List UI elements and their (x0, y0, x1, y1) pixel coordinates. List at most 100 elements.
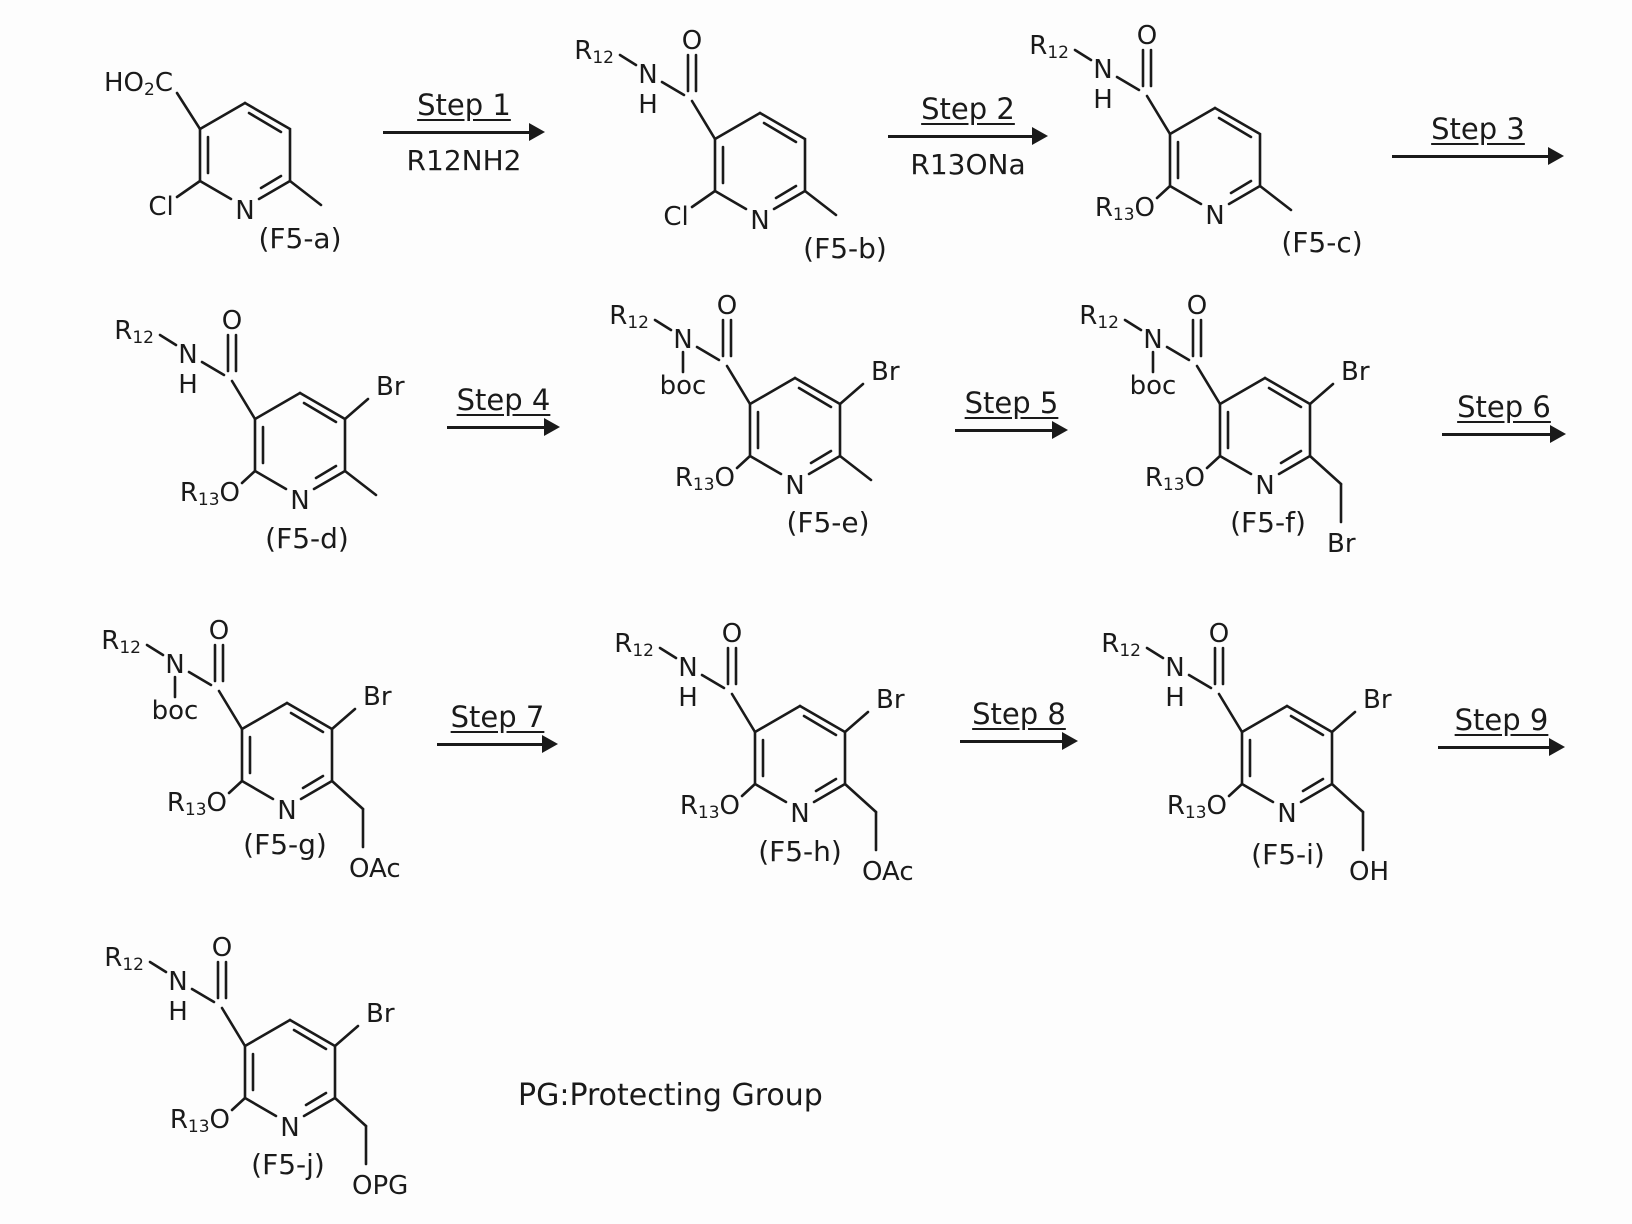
step-1: Step 1 R12NH2 (383, 88, 545, 177)
chain-end-label: OH (1349, 857, 1389, 887)
ring-icon (253, 391, 347, 518)
step-7: Step 7 (437, 700, 558, 753)
bromo-icon (1330, 683, 1394, 734)
molecule-f5g: OAc (99, 614, 401, 884)
amide-nh-icon (572, 24, 717, 141)
ch2-chain-icon (843, 782, 878, 852)
ring-icon (240, 701, 334, 828)
chain-end-label: OAc (862, 857, 914, 887)
step-4: Step 4 (447, 383, 560, 436)
caption-f5c: (F5-c) (1281, 226, 1363, 259)
step-6-arrow-icon (1442, 425, 1566, 443)
chain-end-label: OPG (352, 1171, 408, 1201)
amide-nh-icon (1027, 19, 1172, 136)
caption-f5a: (F5-a) (258, 222, 342, 255)
step-9-label: Step 9 (1454, 703, 1549, 737)
protecting-group-note: PG:Protecting Group (518, 1078, 823, 1113)
or13-icon (1093, 184, 1172, 227)
step-9: Step 9 (1438, 703, 1565, 756)
step-2-arrow-icon (888, 127, 1048, 145)
caption-f5d: (F5-d) (265, 522, 349, 555)
step-7-label: Step 7 (450, 700, 545, 734)
or13-icon (673, 454, 752, 497)
caption-f5i: (F5-i) (1251, 838, 1325, 871)
ch2-chain-icon (330, 779, 365, 849)
molecule-f5c (1027, 19, 1293, 233)
molecule-f5h: OAc (612, 617, 914, 887)
molecule-f5b (572, 24, 838, 238)
caption-f5g: (F5-g) (243, 828, 327, 861)
step-3-arrow-icon (1392, 147, 1564, 165)
bromo-icon (1308, 355, 1372, 406)
amide-nh-icon (612, 617, 757, 734)
or13-icon (1165, 782, 1244, 825)
amide-nh-icon (112, 304, 257, 421)
caption-f5j: (F5-j) (251, 1148, 325, 1181)
step-6-label: Step 6 (1457, 390, 1551, 424)
or13-icon (165, 779, 244, 822)
molecule-f5a (102, 66, 323, 228)
ring-icon (713, 111, 807, 238)
methyl-icon (1258, 184, 1293, 212)
amide-nboc-icon (99, 614, 244, 731)
step-8: Step 8 (960, 697, 1078, 750)
methyl-icon (288, 179, 323, 207)
amide-nboc-icon (607, 289, 752, 406)
amide-nh-icon (1099, 617, 1244, 734)
bromo-icon (330, 680, 394, 731)
molecule-f5j: OPG (102, 931, 408, 1201)
bromo-icon (333, 997, 397, 1048)
caption-f5b: (F5-b) (803, 232, 887, 265)
bromo-icon (343, 370, 407, 421)
acid-group-icon (102, 66, 202, 131)
step-1-reagent: R12NH2 (406, 144, 522, 177)
step-1-label: Step 1 (417, 88, 511, 122)
or13-icon (168, 1096, 247, 1139)
ring-icon (753, 704, 847, 831)
ch2-chain-icon (1308, 454, 1343, 524)
or13-icon (1143, 454, 1222, 497)
step-5: Step 5 (955, 386, 1068, 439)
methyl-icon (838, 454, 873, 482)
step-9-arrow-icon (1438, 738, 1565, 756)
ring-icon (198, 101, 292, 228)
bromo-icon (843, 683, 907, 734)
or13-icon (678, 782, 757, 825)
step-4-label: Step 4 (456, 383, 551, 417)
chain-end-label: Br (1327, 529, 1356, 559)
amide-nh-icon (102, 931, 247, 1048)
caption-f5h: (F5-h) (758, 835, 842, 868)
methyl-icon (343, 469, 378, 497)
step-1-arrow-icon (383, 123, 545, 141)
chloro-icon (147, 179, 202, 224)
step-3: Step 3 (1392, 112, 1564, 165)
ring-icon (748, 376, 842, 503)
step-3-label: Step 3 (1431, 112, 1525, 146)
amide-nboc-icon (1077, 289, 1222, 406)
caption-f5f: (F5-f) (1230, 506, 1306, 539)
step-2-reagent: R13ONa (910, 148, 1026, 181)
step-2: Step 2 R13ONa (888, 92, 1048, 181)
step-5-label: Step 5 (964, 386, 1059, 420)
step-2-label: Step 2 (921, 92, 1015, 126)
step-8-arrow-icon (960, 732, 1078, 750)
step-7-arrow-icon (437, 735, 558, 753)
molecule-f5f: Br (1077, 289, 1372, 559)
ring-icon (1168, 106, 1262, 233)
ring-icon (243, 1018, 337, 1145)
caption-f5e: (F5-e) (786, 506, 870, 539)
molecule-f5i: OH (1099, 617, 1394, 887)
molecule-f5e (607, 289, 902, 503)
ring-icon (1218, 376, 1312, 503)
or13-icon (178, 469, 257, 512)
step-6: Step 6 (1442, 390, 1566, 443)
chain-end-label: OAc (349, 854, 401, 884)
methyl-icon (803, 189, 838, 217)
bromo-icon (838, 355, 902, 406)
step-4-arrow-icon (447, 418, 560, 436)
ring-icon (1240, 704, 1334, 831)
ch2-chain-icon (1330, 782, 1365, 852)
chloro-icon (662, 189, 717, 234)
ch2-chain-icon (333, 1096, 368, 1166)
